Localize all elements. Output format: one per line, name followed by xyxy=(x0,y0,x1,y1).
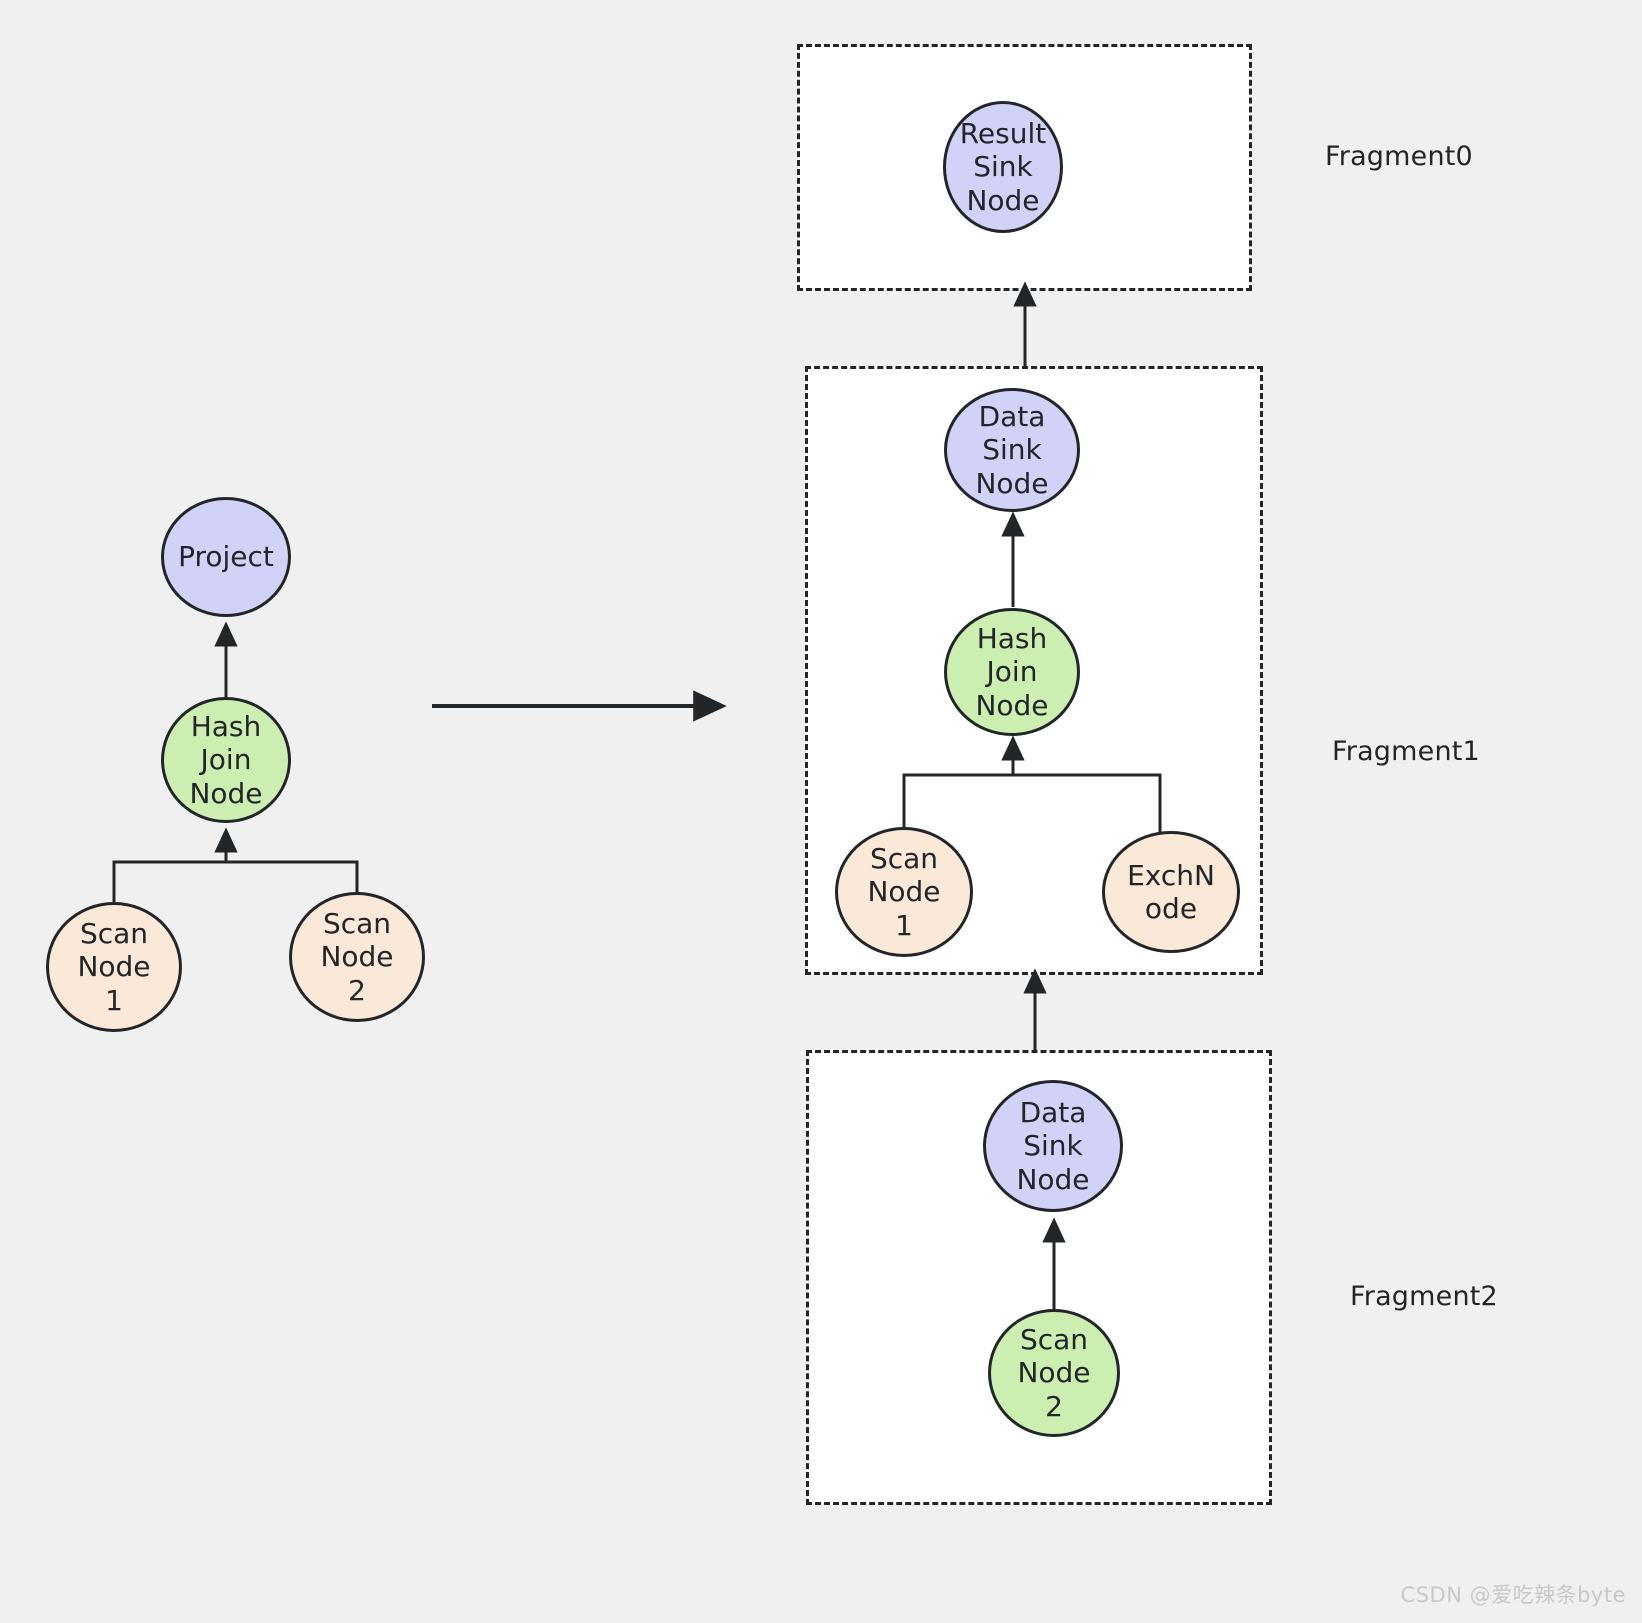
node-hash-join[interactable]: Hash Join Node xyxy=(161,697,291,823)
node-scan-node-2-label: Scan Node 2 xyxy=(1017,1323,1091,1423)
fragment1-label: Fragment1 xyxy=(1332,736,1480,767)
node-hash-join-1[interactable]: Hash Join Node xyxy=(944,608,1080,736)
node-scan-node-2[interactable]: Scan Node 2 xyxy=(988,1309,1120,1437)
edge-bus-right xyxy=(226,860,359,892)
node-scan-node-1-label: Scan Node 1 xyxy=(867,842,941,942)
node-scan-1[interactable]: Scan Node 1 xyxy=(46,902,182,1032)
node-data-sink-2[interactable]: Data Sink Node xyxy=(983,1080,1123,1212)
node-data-sink-1-label: Data Sink Node xyxy=(975,400,1049,500)
node-exch-node-label: ExchN ode xyxy=(1127,858,1215,925)
node-project-label: Project xyxy=(178,540,274,574)
node-scan-2-label: Scan Node 2 xyxy=(320,907,394,1007)
node-result-sink[interactable]: Result Sink Node xyxy=(943,101,1063,233)
node-project[interactable]: Project xyxy=(161,497,291,617)
fragment0-label: Fragment0 xyxy=(1325,141,1473,172)
node-exch-node[interactable]: ExchN ode xyxy=(1102,831,1240,953)
node-scan-1-label: Scan Node 1 xyxy=(77,917,151,1017)
csdn-watermark: CSDN @爱吃辣条byte xyxy=(1400,1583,1626,1607)
edge-bus-left xyxy=(112,860,226,902)
node-data-sink-2-label: Data Sink Node xyxy=(1016,1096,1090,1196)
node-result-sink-label: Result Sink Node xyxy=(959,117,1047,217)
node-data-sink-1[interactable]: Data Sink Node xyxy=(944,388,1080,512)
node-scan-2[interactable]: Scan Node 2 xyxy=(289,892,425,1022)
fragment2-label: Fragment2 xyxy=(1350,1281,1498,1312)
node-scan-node-1[interactable]: Scan Node 1 xyxy=(835,827,973,957)
node-hash-join-label: Hash Join Node xyxy=(189,710,263,810)
node-hash-join-1-label: Hash Join Node xyxy=(975,622,1049,722)
